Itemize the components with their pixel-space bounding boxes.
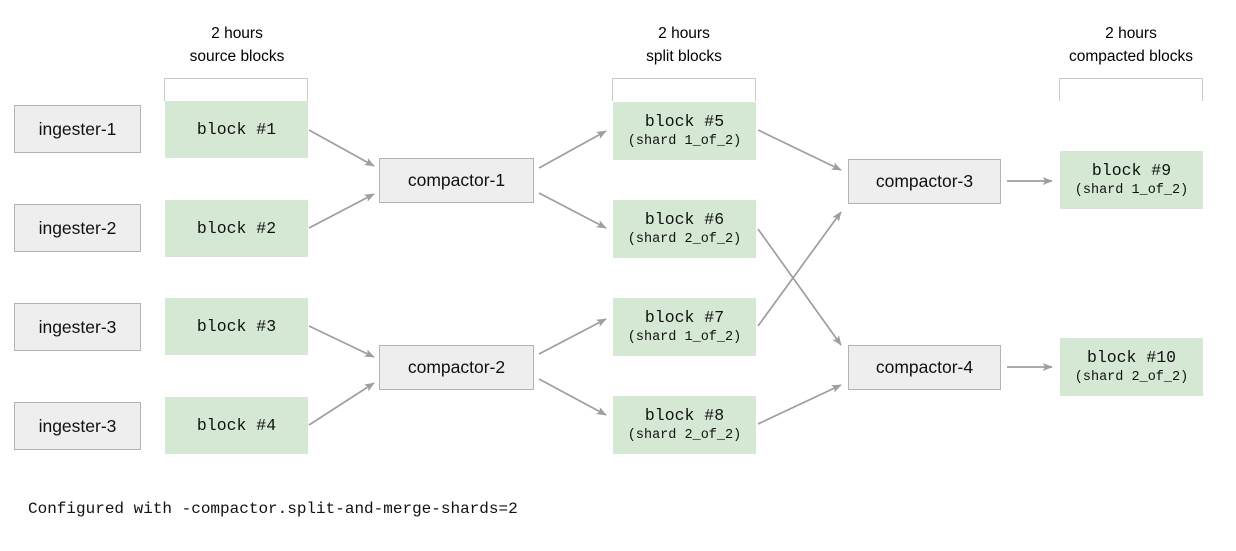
block-title: block #9: [1091, 160, 1172, 180]
block-subtitle: (shard 2_of_2): [627, 231, 742, 247]
source-block-4[interactable]: block #4: [165, 397, 308, 454]
edge-block1-to-compactor1: [308, 129, 375, 167]
compacted-block-10[interactable]: block #10 (shard 2_of_2): [1060, 338, 1203, 396]
column-header-line2: compacted blocks: [1068, 48, 1194, 65]
edge-block6-to-compactor4: [757, 228, 842, 346]
edge-block8-to-compactor4: [757, 384, 842, 425]
edge-block2-to-compactor1: [308, 193, 375, 229]
edge-block3-to-compactor2: [308, 325, 375, 358]
block-title: block #5: [644, 111, 725, 131]
edge-compactor2-to-block8: [538, 378, 607, 416]
column-header-line2: split blocks: [646, 48, 722, 65]
block-title: block #1: [196, 119, 277, 139]
ingester-label: ingester-3: [38, 415, 117, 436]
column-header-line1: 2 hours: [658, 25, 710, 42]
edge-compactor1-to-block5: [538, 130, 607, 169]
column-header-line2: source blocks: [189, 48, 285, 65]
block-title: block #3: [196, 316, 277, 336]
block-subtitle: (shard 2_of_2): [1074, 369, 1189, 385]
bracket-split-blocks: [612, 78, 756, 101]
block-title: block #8: [644, 405, 725, 425]
compactor-3-node[interactable]: compactor-3: [848, 159, 1001, 204]
column-header-split-blocks: 2 hours split blocks: [606, 22, 762, 68]
column-header-source-blocks: 2 hours source blocks: [159, 22, 315, 68]
edge-compactor2-to-block7: [538, 318, 607, 355]
bracket-compacted-blocks: [1059, 78, 1203, 101]
block-title: block #2: [196, 218, 277, 238]
column-header-line1: 2 hours: [211, 25, 263, 42]
compactor-label: compactor-2: [407, 357, 506, 377]
source-block-3[interactable]: block #3: [165, 298, 308, 355]
ingester-3-node[interactable]: ingester-3: [14, 303, 141, 351]
block-subtitle: (shard 2_of_2): [627, 427, 742, 443]
column-header-compacted-blocks: 2 hours compacted blocks: [1053, 22, 1209, 68]
ingester-1-node[interactable]: ingester-1: [14, 105, 141, 153]
column-header-line1: 2 hours: [1105, 25, 1157, 42]
compactor-label: compactor-3: [875, 171, 974, 191]
edge-block5-to-compactor3: [757, 129, 842, 171]
compactor-label: compactor-4: [875, 357, 974, 377]
ingester-2-node[interactable]: ingester-2: [14, 204, 141, 252]
edge-block7-to-compactor3: [757, 211, 842, 327]
compacted-block-9[interactable]: block #9 (shard 1_of_2): [1060, 151, 1203, 209]
source-block-1[interactable]: block #1: [165, 101, 308, 158]
block-title: block #10: [1086, 347, 1177, 367]
split-block-5[interactable]: block #5 (shard 1_of_2): [613, 102, 756, 160]
block-subtitle: (shard 1_of_2): [627, 133, 742, 149]
ingester-4-node[interactable]: ingester-3: [14, 402, 141, 450]
edge-block4-to-compactor2: [308, 382, 375, 426]
split-block-8[interactable]: block #8 (shard 2_of_2): [613, 396, 756, 454]
block-title: block #7: [644, 307, 725, 327]
ingester-label: ingester-3: [38, 316, 117, 337]
compactor-1-node[interactable]: compactor-1: [379, 158, 534, 203]
source-block-2[interactable]: block #2: [165, 200, 308, 257]
block-title: block #4: [196, 415, 277, 435]
ingester-label: ingester-2: [38, 217, 117, 238]
edge-compactor1-to-block6: [538, 192, 607, 229]
ingester-label: ingester-1: [38, 118, 117, 139]
compactor-4-node[interactable]: compactor-4: [848, 345, 1001, 390]
compactor-2-node[interactable]: compactor-2: [379, 345, 534, 390]
split-block-6[interactable]: block #6 (shard 2_of_2): [613, 200, 756, 258]
bracket-source-blocks: [164, 78, 308, 101]
split-block-7[interactable]: block #7 (shard 1_of_2): [613, 298, 756, 356]
block-subtitle: (shard 1_of_2): [627, 329, 742, 345]
block-subtitle: (shard 1_of_2): [1074, 182, 1189, 198]
compactor-label: compactor-1: [407, 170, 506, 190]
block-title: block #6: [644, 209, 725, 229]
diagram-caption: Configured with -compactor.split-and-mer…: [28, 500, 518, 518]
